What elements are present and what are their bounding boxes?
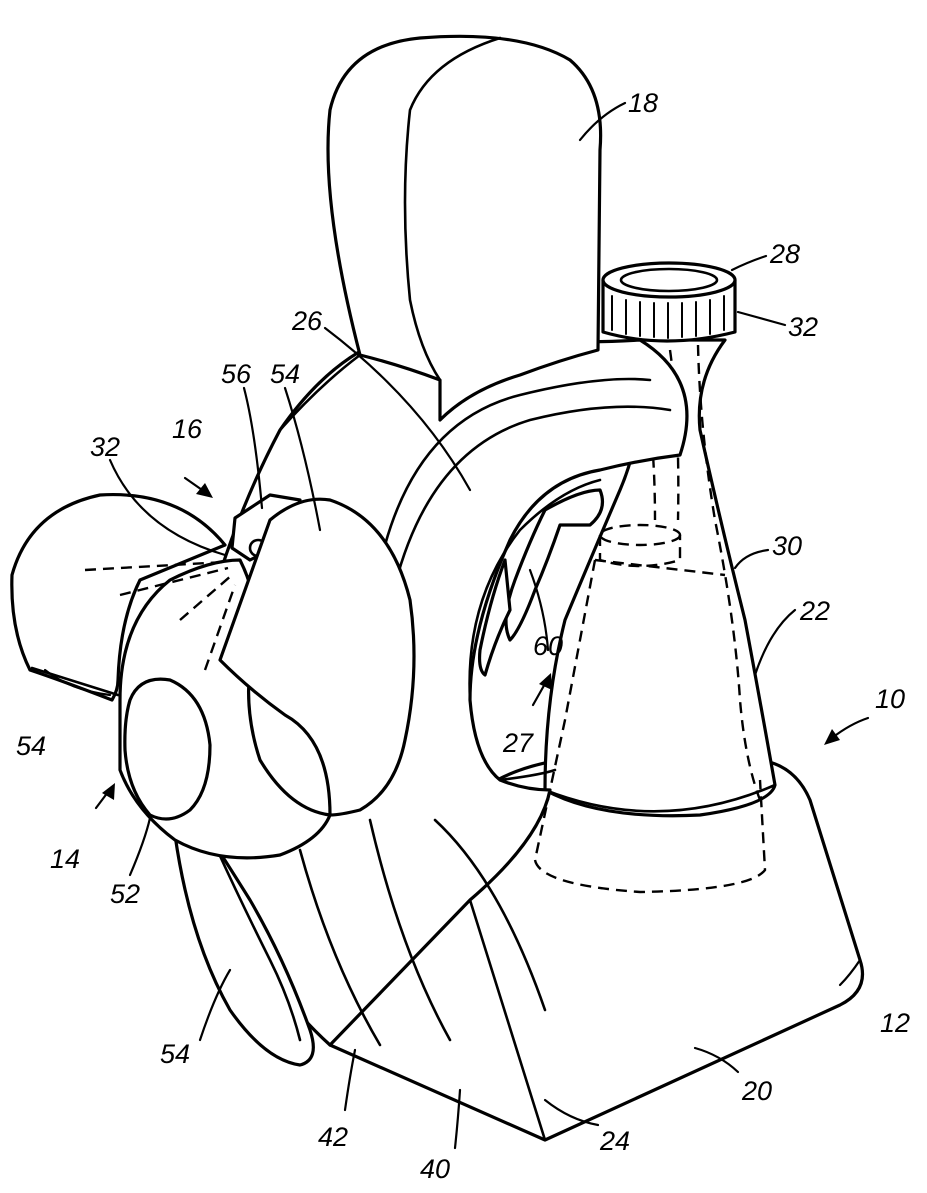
numeral-56: 56 xyxy=(221,359,252,389)
numeral-54-top: 54 xyxy=(270,359,300,389)
numeral-60: 60 xyxy=(533,631,563,661)
numeral-20: 20 xyxy=(741,1076,772,1106)
numeral-32-cap: 32 xyxy=(788,312,818,342)
numeral-40: 40 xyxy=(420,1154,450,1184)
numeral-52: 52 xyxy=(110,879,140,909)
bottle-cap xyxy=(603,263,735,341)
numeral-28: 28 xyxy=(769,239,800,269)
numeral-27: 27 xyxy=(502,728,534,758)
numeral-54-bottom: 54 xyxy=(160,1039,190,1069)
numeral-30: 30 xyxy=(772,531,802,561)
numeral-24: 24 xyxy=(599,1126,630,1156)
numeral-18: 18 xyxy=(628,88,658,118)
numeral-10: 10 xyxy=(875,684,905,714)
numeral-14: 14 xyxy=(50,844,80,874)
numeral-16: 16 xyxy=(172,414,203,444)
numeral-12: 12 xyxy=(880,1008,910,1038)
numeral-22: 22 xyxy=(799,596,830,626)
numeral-32-mist: 32 xyxy=(90,432,120,462)
numeral-42: 42 xyxy=(318,1122,348,1152)
numeral-54-left: 54 xyxy=(16,731,46,761)
numeral-26: 26 xyxy=(291,306,323,336)
